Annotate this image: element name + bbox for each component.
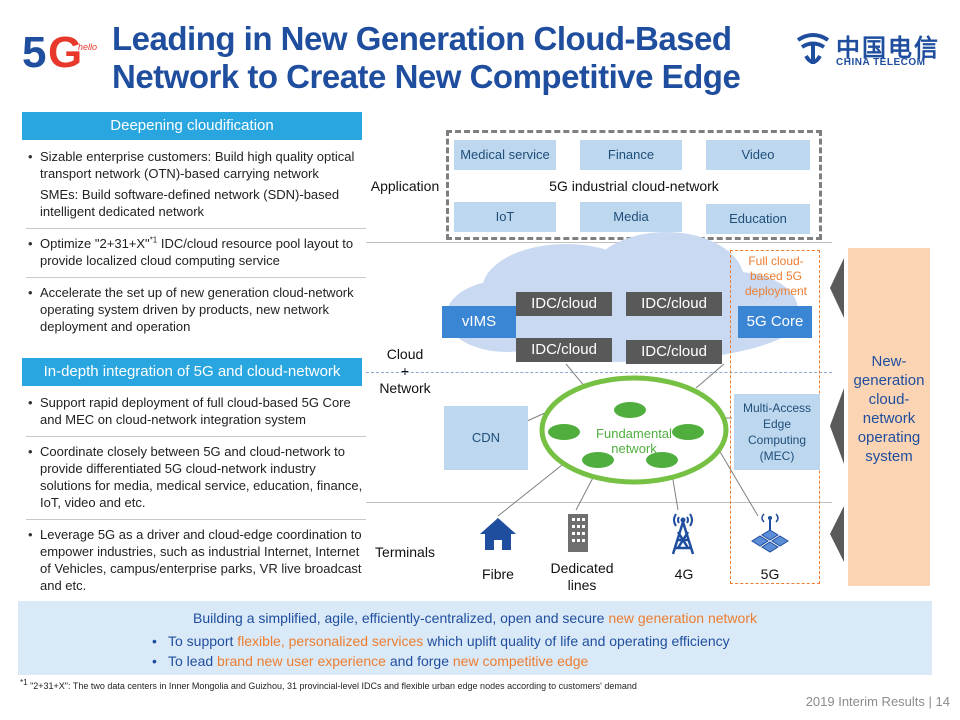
divider: [26, 519, 366, 520]
layer-separator-dashed: [366, 372, 832, 373]
footnote-marker: *1: [20, 678, 28, 687]
divider: [26, 436, 366, 437]
next-gen-operating-system-label: New-generation cloud-network operating s…: [853, 353, 925, 465]
banner-bullet-1: To support flexible, personalized servic…: [152, 632, 730, 650]
footnote: *1 "2+31+X": The two data centers in Inn…: [20, 678, 637, 692]
divider: [26, 277, 366, 278]
page-footer: 2019 Interim Results | 14: [805, 694, 950, 709]
idc-cloud-tile: IDC/cloud: [516, 338, 612, 362]
full-cloud-5g-label: Full cloud-based 5G deployment: [744, 254, 808, 298]
app-video: Video: [706, 140, 810, 170]
layer-separator: [366, 502, 832, 503]
banner-b1-text: To support: [168, 633, 238, 649]
fundamental-network-label: Fundamental network: [596, 426, 672, 456]
integration-bullet-list: Support rapid deployment of full cloud-b…: [26, 394, 366, 598]
china-telecom-logo: 中国电信 CHINA TELECOM: [794, 28, 940, 72]
layer-label-cloud-network: Cloud + Network: [366, 346, 444, 397]
footnote-marker: *1: [149, 235, 158, 245]
brand-english-name: CHINA TELECOM: [836, 57, 926, 68]
summary-banner: Building a simplified, agile, efficientl…: [18, 601, 932, 675]
app-media: Media: [580, 202, 682, 232]
industrial-cloud-network-label: 5G industrial cloud-network: [549, 178, 719, 194]
bullet-operating-system: Accelerate the set up of new generation …: [26, 284, 366, 339]
report-label: 2019 Interim Results: [805, 694, 925, 709]
bullet-idc-text-post: IDC/cloud resource pool layout to provid…: [40, 236, 354, 268]
cell-tower-4g-icon: [671, 513, 695, 555]
app-iot: IoT: [454, 202, 556, 232]
bullet-enterprise: Sizable enterprise customers: Build high…: [26, 148, 366, 186]
layer-label-cloud: Cloud: [386, 346, 424, 362]
title-line-1: Leading in New Generation Cloud-Based: [112, 20, 732, 57]
banner-main-line: Building a simplified, agile, efficientl…: [18, 609, 932, 627]
mec-tile: Multi-Access Edge Computing (MEC): [734, 394, 820, 470]
layer-label-plus: +: [400, 363, 410, 379]
cdn-tile: CDN: [444, 406, 528, 470]
building-dedicated-lines-icon: [568, 514, 588, 552]
app-finance: Finance: [580, 140, 682, 170]
logo-hello-text: hello: [78, 42, 98, 52]
logo-5-text: 5: [22, 28, 47, 77]
router-icons: [548, 402, 704, 468]
page-title: Leading in New Generation Cloud-Based Ne…: [112, 20, 752, 96]
section-heading-cloudification: Deepening cloudification: [22, 112, 362, 140]
layer-separator: [366, 242, 832, 243]
layer-label-application: Application: [370, 178, 440, 194]
vims-tile: vIMS: [442, 306, 516, 338]
title-line-2: Network to Create New Competitive Edge: [112, 57, 741, 95]
bullet-idc-text-pre: Optimize "2+31+X": [40, 236, 150, 251]
banner-b2-text: To lead: [168, 653, 218, 669]
app-medical-service: Medical service: [454, 140, 556, 170]
terminal-label-fibre: Fibre: [482, 566, 514, 582]
logo-g-text: G: [48, 28, 83, 77]
bullet-industry-solutions: Coordinate closely between 5G and cloud-…: [26, 443, 366, 515]
idc-cloud-tile: IDC/cloud: [516, 292, 612, 316]
banner-bullet-2: To lead brand new user experience and fo…: [152, 652, 589, 670]
banner-b1-text-end: which uplift quality of life and operati…: [423, 633, 730, 649]
brand-chinese-name: 中国电信: [836, 34, 940, 62]
terminal-label-dedicated-lines: Dedicated lines: [550, 560, 614, 593]
terminal-label-4g: 4G: [674, 566, 694, 582]
banner-b2-highlight: brand new user experience: [217, 653, 386, 669]
page-number: 14: [935, 694, 950, 709]
banner-main-text: Building a simplified, agile, efficientl…: [193, 610, 609, 626]
banner-b2-highlight-2: new competitive edge: [452, 653, 589, 669]
app-education: Education: [706, 204, 810, 234]
banner-main-highlight: new generation network: [608, 610, 757, 626]
divider: [26, 228, 366, 229]
bullet-idc-layout: Optimize "2+31+X"*1 IDC/cloud resource p…: [26, 235, 366, 273]
layer-label-network: Network: [379, 380, 431, 396]
section-heading-5g-integration: In-depth integration of 5G and cloud-net…: [22, 358, 362, 386]
idc-cloud-tile: IDC/cloud: [626, 340, 722, 364]
cloudification-bullet-list: Sizable enterprise customers: Build high…: [26, 148, 366, 339]
banner-b2-text-mid: and forge: [385, 653, 453, 669]
terminal-label-5g: 5G: [760, 566, 780, 582]
home-fibre-icon: [480, 518, 516, 550]
layer-arrow-icons: [830, 258, 844, 562]
banner-b1-highlight: flexible, personalized services: [237, 633, 424, 649]
next-gen-operating-system-box: New-generation cloud-network operating s…: [848, 248, 930, 586]
bullet-smes: SMEs: Build software-defined network (SD…: [40, 187, 340, 219]
5g-core-tile: 5G Core: [738, 306, 812, 338]
bullet-cloud-edge: Leverage 5G as a driver and cloud-edge c…: [26, 526, 366, 598]
5g-hello-logo: 5 G hello: [22, 22, 102, 82]
cloud-network-diagram: Medical service Finance Video 5G industr…: [366, 118, 960, 598]
footnote-text: "2+31+X": The two data centers in Inner …: [27, 681, 637, 691]
bullet-5g-core-mec: Support rapid deployment of full cloud-b…: [26, 394, 366, 432]
idc-cloud-tile: IDC/cloud: [626, 292, 722, 316]
layer-label-terminals: Terminals: [375, 544, 435, 560]
china-telecom-emblem-icon: [796, 33, 830, 64]
5g-base-station-icon: [751, 513, 789, 553]
